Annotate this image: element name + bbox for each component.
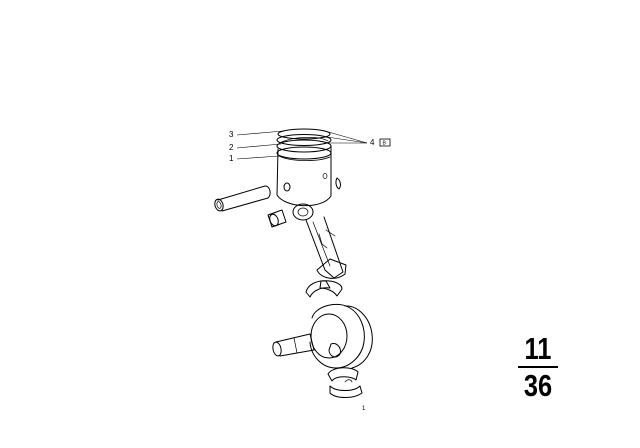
page-number: 36 <box>523 368 553 403</box>
crankshaft[interactable] <box>272 303 373 369</box>
part-tag-label: B <box>383 141 387 147</box>
main-bearing-cap[interactable] <box>327 367 363 398</box>
part-tag-icon: B <box>379 138 391 147</box>
circlip-right[interactable] <box>335 177 341 190</box>
leader-lines <box>236 130 368 160</box>
callout-3[interactable]: 3 <box>229 130 234 139</box>
page-reference: 11 36 <box>512 331 564 403</box>
base-marker: 1 <box>362 406 366 412</box>
small-end-bushing[interactable] <box>267 209 287 228</box>
page-divider <box>518 366 558 368</box>
group-number: 11 <box>524 331 552 366</box>
callout-1[interactable]: 1 <box>229 154 234 163</box>
callout-4[interactable]: 4 <box>370 138 375 147</box>
rod-bearing-shells[interactable] <box>305 280 343 298</box>
piston[interactable] <box>276 128 332 207</box>
callout-2[interactable]: 2 <box>229 143 234 152</box>
connecting-rod[interactable] <box>292 203 347 279</box>
wrist-pin[interactable] <box>214 185 271 212</box>
